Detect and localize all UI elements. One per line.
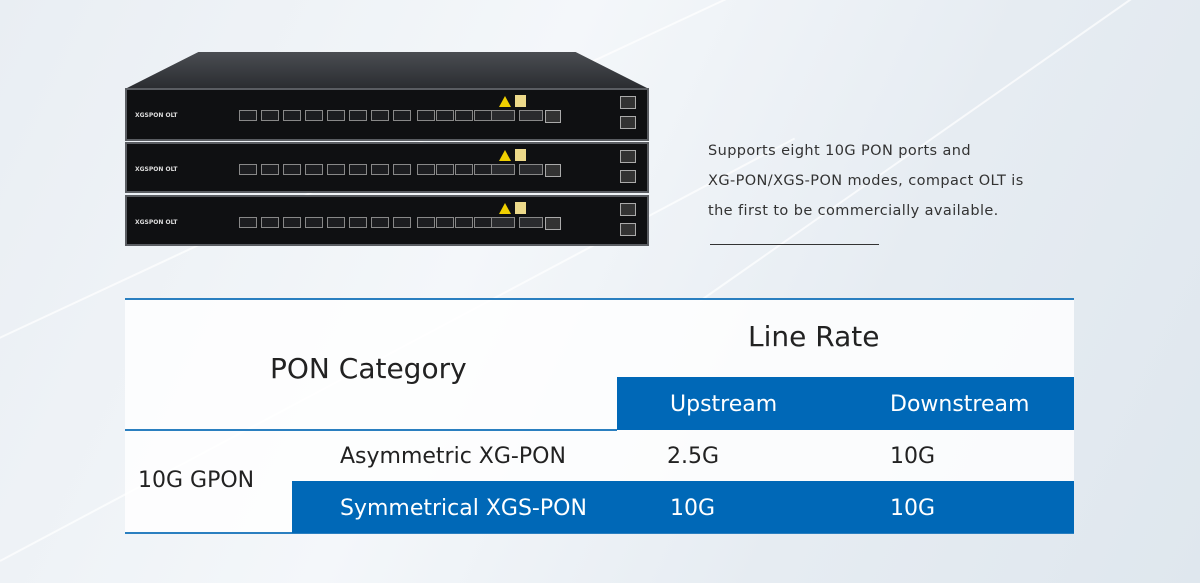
pon-port xyxy=(327,110,345,121)
laser-warning-icon xyxy=(499,203,511,214)
olt-unit: XGSPON OLT xyxy=(125,195,649,246)
uplink-port xyxy=(455,164,473,175)
rj45-port xyxy=(620,116,636,129)
uplink-port xyxy=(474,110,492,121)
row-upstream: 2.5G xyxy=(667,444,720,469)
divider xyxy=(125,429,617,431)
pon-port xyxy=(283,110,301,121)
uplink-port xyxy=(455,110,473,121)
pon-comparison-table: Line Rate PON Category Upstream Downstre… xyxy=(125,298,1074,534)
header-line-rate: Line Rate xyxy=(748,320,880,353)
pon-port xyxy=(327,217,345,228)
description-line: XG-PON/XGS-PON modes, compact OLT is xyxy=(708,173,1024,189)
rj45-port xyxy=(545,217,561,230)
pon-port xyxy=(305,164,323,175)
highlight-row-bg xyxy=(292,481,1074,533)
qsfp-port xyxy=(491,110,515,121)
pon-port xyxy=(261,164,279,175)
pon-port xyxy=(371,217,389,228)
device-top xyxy=(125,52,649,89)
pon-port xyxy=(261,217,279,228)
header-pon-category: PON Category xyxy=(270,352,467,385)
pon-port xyxy=(283,164,301,175)
rj45-port xyxy=(620,203,636,216)
uplink-port xyxy=(436,217,454,228)
rj45-port xyxy=(620,170,636,183)
qsfp-port xyxy=(491,217,515,228)
pon-port xyxy=(371,110,389,121)
laser-warning-icon xyxy=(499,150,511,161)
uplink-port xyxy=(436,110,454,121)
pon-port xyxy=(283,217,301,228)
label-sticker xyxy=(515,95,526,107)
pon-port xyxy=(239,110,257,121)
pon-port xyxy=(305,110,323,121)
uplink-port xyxy=(474,164,492,175)
pon-port xyxy=(393,217,411,228)
rj45-port xyxy=(545,164,561,177)
label-sticker xyxy=(515,149,526,161)
pon-port xyxy=(371,164,389,175)
pon-port xyxy=(349,110,367,121)
unit-label: XGSPON OLT xyxy=(135,166,178,173)
pon-port xyxy=(393,110,411,121)
header-upstream: Upstream xyxy=(670,392,778,417)
unit-label: XGSPON OLT xyxy=(135,219,178,226)
description-line: the first to be commercially available. xyxy=(708,203,999,219)
qsfp-port xyxy=(491,164,515,175)
row-downstream: 10G xyxy=(890,444,936,469)
row-downstream: 10G xyxy=(890,496,936,521)
group-label: 10G GPON xyxy=(138,468,255,493)
subheader-bg xyxy=(617,377,1074,430)
unit-label: XGSPON OLT xyxy=(135,112,178,119)
pon-port xyxy=(393,164,411,175)
pon-port xyxy=(305,217,323,228)
uplink-port xyxy=(436,164,454,175)
uplink-port xyxy=(455,217,473,228)
row-name: Symmetrical XGS-PON xyxy=(340,496,587,521)
product-description: Supports eight 10G PON ports and XG-PON/… xyxy=(708,136,1024,226)
label-sticker xyxy=(515,202,526,214)
laser-warning-icon xyxy=(499,96,511,107)
pon-port xyxy=(239,164,257,175)
pon-port xyxy=(349,164,367,175)
qsfp-port xyxy=(519,110,543,121)
uplink-port xyxy=(417,164,435,175)
rj45-port xyxy=(545,110,561,123)
olt-device-image: XGSPON OLT XGSPON OLT XGSPON OLT xyxy=(125,52,649,246)
rj45-port xyxy=(620,223,636,236)
olt-unit: XGSPON OLT xyxy=(125,88,649,141)
description-line: Supports eight 10G PON ports and xyxy=(708,143,971,159)
row-name: Asymmetric XG-PON xyxy=(340,444,566,469)
qsfp-port xyxy=(519,217,543,228)
uplink-port xyxy=(474,217,492,228)
header-downstream: Downstream xyxy=(890,392,1030,417)
pon-port xyxy=(327,164,345,175)
rj45-port xyxy=(620,96,636,109)
row-upstream: 10G xyxy=(670,496,716,521)
pon-port xyxy=(349,217,367,228)
pon-port xyxy=(261,110,279,121)
uplink-port xyxy=(417,217,435,228)
olt-unit: XGSPON OLT xyxy=(125,142,649,193)
qsfp-port xyxy=(519,164,543,175)
uplink-port xyxy=(417,110,435,121)
divider xyxy=(710,244,879,245)
pon-port xyxy=(239,217,257,228)
rj45-port xyxy=(620,150,636,163)
